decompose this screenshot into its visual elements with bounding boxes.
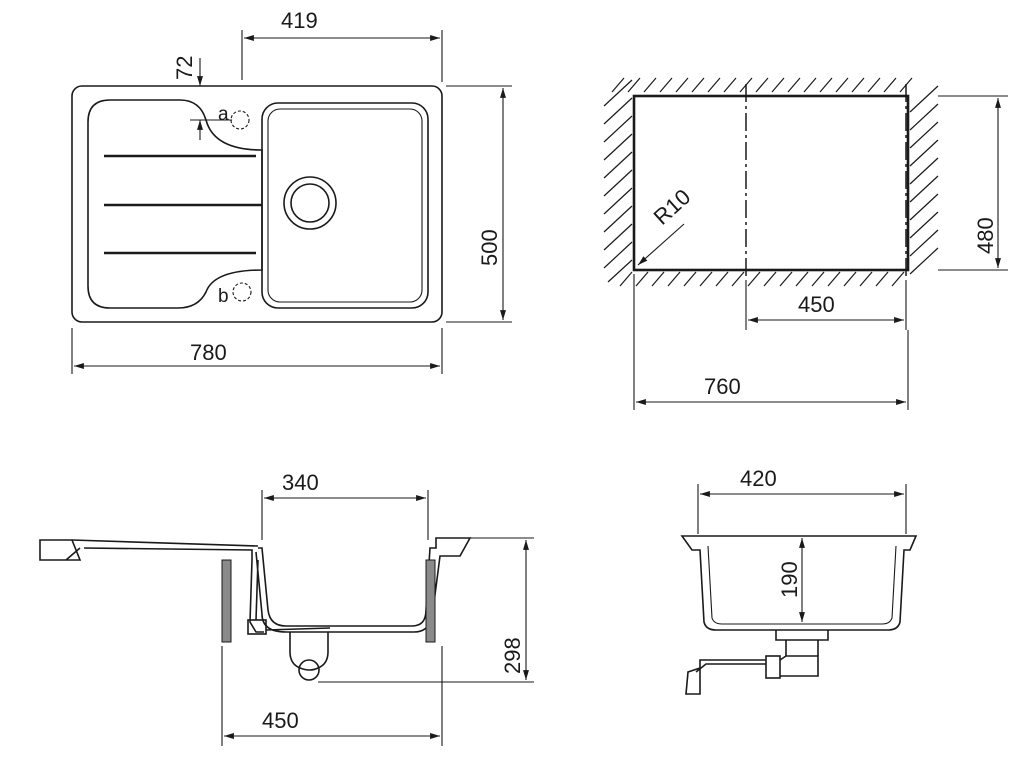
dim-419: 419 [281,8,318,33]
dim-760: 760 [704,374,741,399]
dim-line-r10 [637,223,685,266]
side-bowl-profile [680,535,918,631]
cutout-view: R10 480 450 760 [603,77,1008,410]
side-section: 420 190 [680,466,918,695]
dim-190: 190 [777,561,802,598]
dim-780: 780 [190,340,227,365]
cutout-opening [632,94,910,272]
dim-340: 340 [282,470,319,495]
side-drain-pipe [685,655,819,695]
drain-trap [289,632,329,671]
cabinet-wall-right [425,559,436,643]
tap-hole-b [232,282,252,302]
dim-298: 298 [500,637,525,674]
sink-outline [71,85,443,323]
front-section: 340 298 450 [39,470,534,746]
tap-hole-a [230,110,250,130]
bowl-inner [267,108,423,303]
sink-profile [39,539,82,561]
side-drain [775,630,829,656]
label-b: b [218,286,229,307]
drain-inner [290,183,330,223]
dim-72: 72 [172,56,197,80]
dim-500: 500 [477,229,502,266]
cabinet-wall-left [221,559,232,643]
overflow-pipe [249,559,264,633]
dim-cabinet-450: 450 [262,708,299,733]
dim-r10: R10 [649,184,696,230]
hatch-pattern [603,77,939,287]
dim-420: 420 [740,466,777,491]
bowl-profile [255,537,472,633]
dim-450: 450 [798,292,835,317]
label-a: a [218,104,229,125]
top-view: a b 419 72 500 780 [71,8,512,374]
drain-outer [283,176,337,230]
bowl-outline [261,102,429,309]
dim-480: 480 [973,217,998,254]
